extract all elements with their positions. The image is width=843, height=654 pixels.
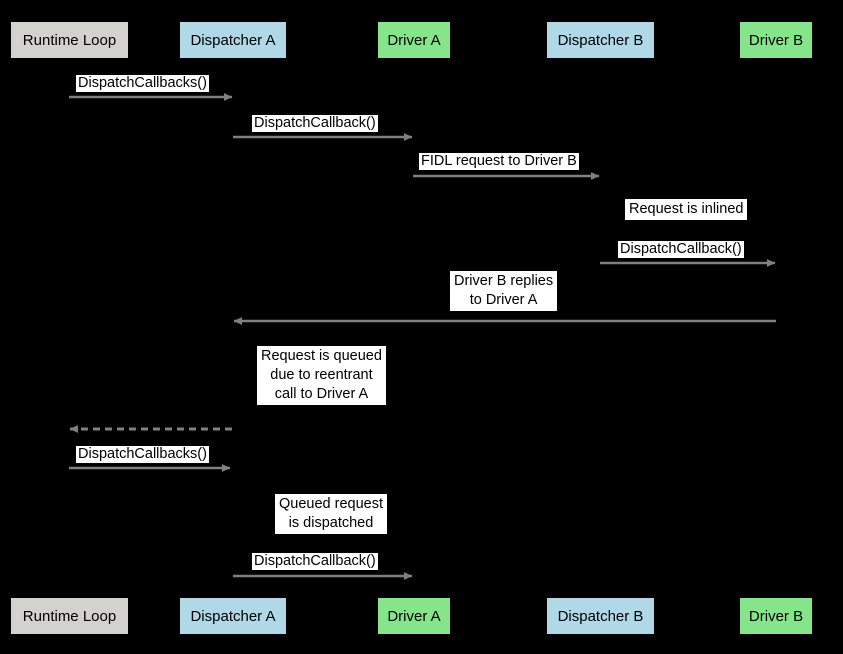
participant-label: Dispatcher A (190, 607, 276, 625)
message-label-dispatch-callback-1: DispatchCallback() (252, 115, 378, 133)
participant-footer-driver-a[interactable]: Driver A (378, 598, 450, 634)
participant-footer-dispatcher-a[interactable]: Dispatcher A (180, 598, 286, 634)
participant-footer-driver-b[interactable]: Driver B (740, 598, 812, 634)
participant-footer-runtime-loop[interactable]: Runtime Loop (11, 598, 128, 634)
participant-footer-dispatcher-b[interactable]: Dispatcher B (547, 598, 654, 634)
participant-label: Runtime Loop (22, 31, 117, 49)
participant-label: Runtime Loop (22, 607, 117, 625)
participant-label: Dispatcher B (557, 607, 644, 625)
note-request-is-queued: Request is queued due to reentrant call … (257, 346, 386, 405)
message-label-dispatch-callback-3: DispatchCallback() (252, 553, 378, 571)
participant-label: Driver A (387, 607, 441, 625)
participant-label: Driver A (387, 31, 441, 49)
participant-header-dispatcher-b[interactable]: Dispatcher B (547, 22, 654, 58)
participant-label: Driver B (748, 31, 804, 49)
note-request-is-inlined: Request is inlined (625, 199, 748, 220)
message-label-dispatch-callbacks-2: DispatchCallbacks() (76, 446, 209, 464)
message-label-fidl-request-to-driver-b: FIDL request to Driver B (419, 153, 579, 171)
message-label-dispatch-callbacks-1: DispatchCallbacks() (76, 75, 209, 93)
participant-label: Driver B (748, 607, 804, 625)
note-queued-request-is-dispatched: Queued request is dispatched (275, 494, 387, 534)
participant-header-driver-a[interactable]: Driver A (378, 22, 450, 58)
message-label-dispatch-callback-2: DispatchCallback() (618, 241, 744, 259)
participant-header-runtime-loop[interactable]: Runtime Loop (11, 22, 128, 58)
participant-header-dispatcher-a[interactable]: Dispatcher A (180, 22, 286, 58)
note-driver-b-replies-to-driver-a: Driver B replies to Driver A (450, 271, 558, 311)
participant-header-driver-b[interactable]: Driver B (740, 22, 812, 58)
participant-label: Dispatcher B (557, 31, 644, 49)
participant-label: Dispatcher A (190, 31, 276, 49)
